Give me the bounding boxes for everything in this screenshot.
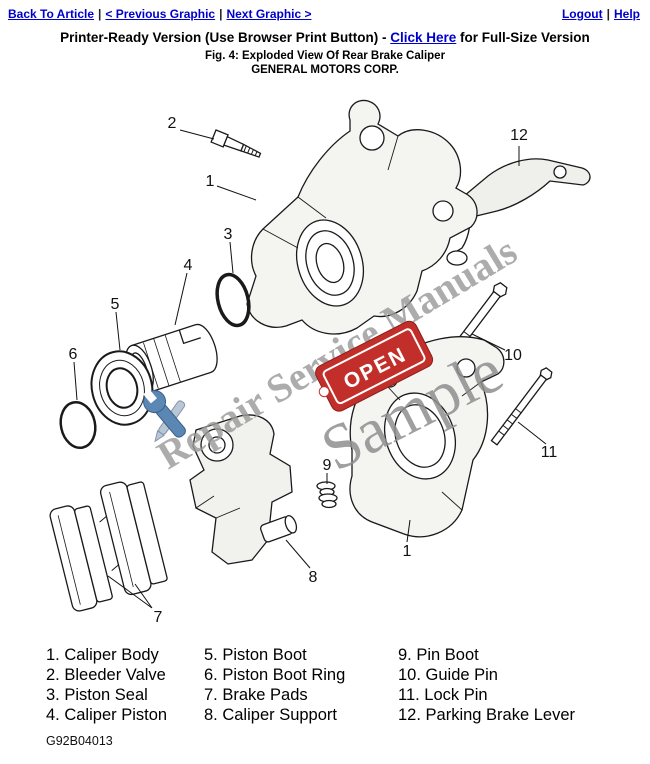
exploded-diagram: Repair Service Manuals Sample OPEN xyxy=(49,99,591,626)
diagram-drawing xyxy=(49,99,591,612)
nav-separator: | xyxy=(606,7,610,21)
caliper-support-drawing xyxy=(189,414,298,565)
nav-separator: | xyxy=(219,7,223,21)
legend-item: 9. Pin Boot xyxy=(398,646,479,664)
nav-separator: | xyxy=(98,7,102,21)
help-link[interactable]: Help xyxy=(613,7,640,21)
nav-right: Logout | Help xyxy=(562,7,640,21)
brake-pads-drawing xyxy=(49,481,168,612)
nav-left: Back To Article | < Previous Graphic | N… xyxy=(8,7,312,21)
figure-caption: Fig. 4: Exploded View Of Rear Brake Cali… xyxy=(204,50,446,62)
lock-pin-drawing xyxy=(490,367,553,446)
legend-column-1: 1. Caliper Body 2. Bleeder Valve 3. Pist… xyxy=(46,645,204,725)
legend-item: 3. Piston Seal xyxy=(46,686,148,704)
legend-item: 11. Lock Pin xyxy=(398,686,488,704)
callout-1: 1 xyxy=(206,173,215,190)
company-name: GENERAL MOTORS CORP. xyxy=(251,64,399,76)
full-size-version-link[interactable]: Click Here xyxy=(390,30,457,45)
callout-3: 3 xyxy=(224,226,233,243)
callout-1b: 1 xyxy=(403,543,412,560)
printer-ready-suffix: for Full-Size Version xyxy=(456,30,590,45)
legend-column-2: 5. Piston Boot 6. Piston Boot Ring 7. Br… xyxy=(204,645,398,725)
callout-leader-lines xyxy=(73,129,547,609)
legend-item: 5. Piston Boot xyxy=(204,646,307,664)
back-to-article-link[interactable]: Back To Article xyxy=(8,7,95,21)
callout-8: 8 xyxy=(309,569,318,586)
pin-boot-drawing xyxy=(316,481,338,509)
callout-4: 4 xyxy=(184,257,193,274)
parts-legend: 1. Caliper Body 2. Bleeder Valve 3. Pist… xyxy=(0,645,650,725)
callout-6: 6 xyxy=(69,346,78,363)
figure-code: G92B04013 xyxy=(46,734,113,748)
previous-graphic-link[interactable]: < Previous Graphic xyxy=(105,7,216,21)
bleeder-valve-drawing xyxy=(210,129,262,158)
piston-boot-drawing xyxy=(90,350,154,426)
legend-item: 12. Parking Brake Lever xyxy=(398,706,576,724)
printer-ready-text: Printer-Ready Version (Use Browser Print… xyxy=(60,30,391,45)
legend-item: 2. Bleeder Valve xyxy=(46,666,166,684)
callout-10: 10 xyxy=(504,347,522,364)
legend-item: 8. Caliper Support xyxy=(204,706,337,724)
piston-seal-drawing xyxy=(215,272,251,328)
callout-11: 11 xyxy=(541,444,558,461)
legend-column-3: 9. Pin Boot 10. Guide Pin 11. Lock Pin 1… xyxy=(398,645,575,725)
legend-item: 7. Brake Pads xyxy=(204,686,308,704)
next-graphic-link[interactable]: Next Graphic > xyxy=(226,7,312,21)
legend-item: 1. Caliper Body xyxy=(46,646,159,664)
printer-ready-line: Printer-Ready Version (Use Browser Print… xyxy=(0,30,650,45)
callout-5: 5 xyxy=(111,296,120,313)
piston-boot-ring-drawing xyxy=(59,400,97,450)
logout-link[interactable]: Logout xyxy=(561,7,603,21)
callout-12: 12 xyxy=(510,127,528,144)
page: Back To Article | < Previous Graphic | N… xyxy=(0,0,650,748)
caliper-body-drawing xyxy=(246,99,478,335)
callout-labels: 2 1 12 3 4 5 6 7 8 9 10 11 1 xyxy=(69,115,558,626)
diagram-container: Repair Service Manuals Sample OPEN xyxy=(0,78,650,643)
legend-item: 4. Caliper Piston xyxy=(46,706,168,724)
top-navigation: Back To Article | < Previous Graphic | N… xyxy=(0,0,650,23)
legend-item: 6. Piston Boot Ring xyxy=(204,666,346,684)
callout-7: 7 xyxy=(154,609,163,626)
legend-item: 10. Guide Pin xyxy=(398,666,498,684)
callout-2: 2 xyxy=(168,115,177,132)
tools-icon xyxy=(143,389,186,443)
callout-9: 9 xyxy=(323,457,332,474)
